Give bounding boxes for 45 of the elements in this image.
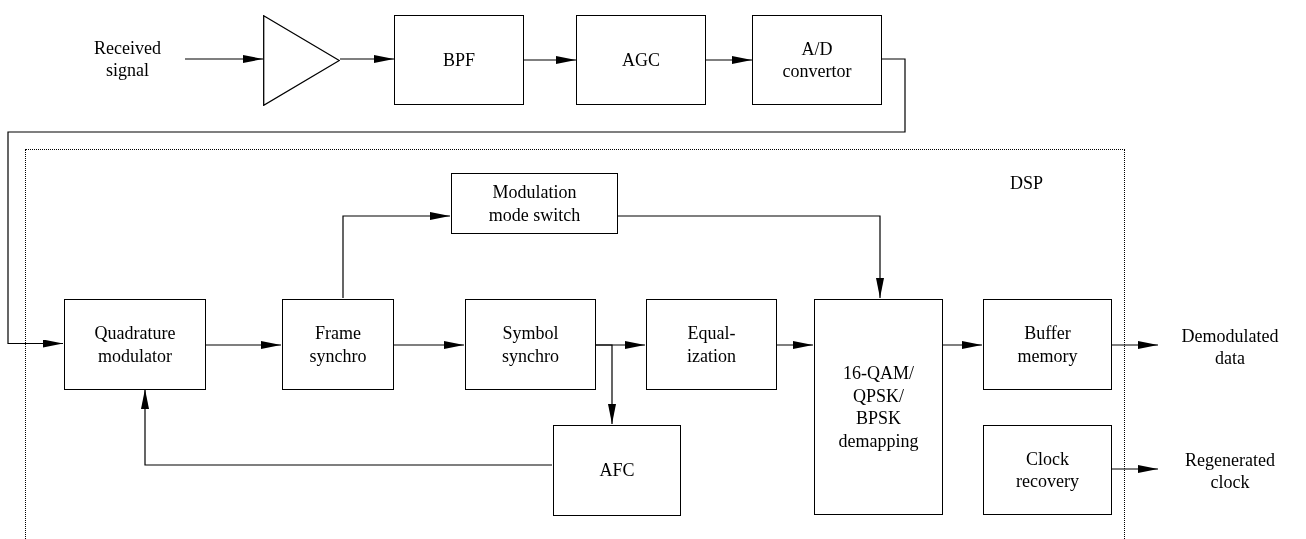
block-label: Frame synchro	[308, 322, 368, 367]
arrow	[594, 344, 616, 425]
block-label: Buffer memory	[1016, 322, 1079, 367]
block-box	[752, 15, 882, 105]
arrow	[523, 56, 577, 64]
block-label: Equal- ization	[686, 322, 737, 367]
block-label: Modulation mode switch	[487, 181, 582, 226]
block-box	[814, 299, 943, 515]
block-label: Quadrature modulator	[93, 322, 177, 367]
arrow	[342, 212, 451, 299]
arrow	[204, 341, 282, 349]
block-label: Clock recovery	[1015, 447, 1080, 493]
region-label: DSP	[1009, 172, 1045, 195]
arrow	[1110, 465, 1159, 473]
block-box	[282, 299, 394, 390]
arrow	[392, 341, 465, 349]
arrow	[7, 58, 906, 348]
amplifier-triangle	[263, 15, 340, 106]
block-label: A/D convertor	[781, 37, 853, 83]
arrow	[616, 215, 884, 299]
block-label: AGC	[621, 48, 661, 72]
block-box	[394, 15, 524, 105]
arrow	[1110, 341, 1159, 349]
arrow	[775, 341, 814, 349]
block-box	[64, 299, 206, 390]
dsp-region	[25, 149, 1125, 539]
block-box	[983, 299, 1112, 390]
block-box	[576, 15, 706, 105]
block-box	[553, 425, 681, 516]
block-label: Regenerated clock	[1184, 448, 1276, 494]
block-box	[465, 299, 596, 390]
block-label: BPF	[442, 48, 476, 72]
arrow	[705, 56, 753, 64]
arrow	[941, 341, 983, 349]
block-label: Demodulated data	[1180, 324, 1280, 370]
block-label: 16-QAM/ QPSK/ BPSK demapping	[837, 362, 920, 452]
block-box	[983, 425, 1112, 515]
arrow	[184, 55, 264, 63]
arrow	[339, 55, 395, 63]
block-box	[451, 173, 618, 234]
arrow	[141, 388, 553, 466]
block-label: Symbol synchro	[501, 322, 560, 367]
block-label: AFC	[598, 459, 636, 482]
block-label: Received signal	[93, 36, 162, 82]
block-box	[646, 299, 777, 390]
